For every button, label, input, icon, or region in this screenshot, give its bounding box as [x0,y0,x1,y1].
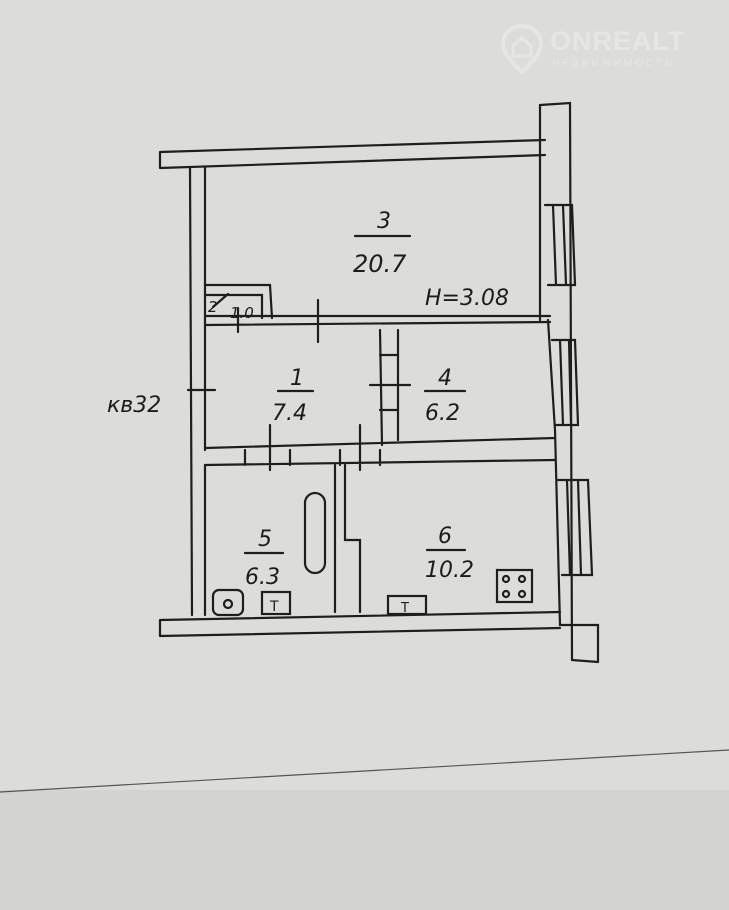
wall-top [158,138,547,170]
room-1-number: 1 [290,366,304,391]
partition-middle [203,423,557,472]
room-5-area: 6.3 [245,565,280,590]
fixture-symbol-6: T [400,601,409,616]
wall-bottom [158,610,562,638]
fixture-symbol-5: T [269,599,279,615]
window-2 [550,338,580,427]
room-6-number: 6 [438,524,452,549]
room-2-number: 2 [208,298,218,316]
partition-1-4 [368,328,412,447]
ceiling-height: Н=3.08 [425,286,509,311]
room-2-area: 1.0 [230,304,254,322]
watermark-brand: ONREALT [550,26,686,56]
room-1-area: 7.4 [272,401,307,426]
wall-right [538,101,600,664]
room-5-number: 5 [258,527,272,552]
watermark-tagline: НЕДВИЖИМОСТЬ [552,58,675,69]
house-pin-icon [500,24,544,74]
window-3 [556,478,594,577]
watermark-logo: ONREALT НЕДВИЖИМОСТЬ [500,24,715,74]
room-3-number: 3 [377,209,391,234]
bathtub [303,491,327,575]
window-1 [543,203,577,287]
room-4-number: 4 [438,366,452,391]
room-4-area: 6.2 [425,401,460,426]
sink-6 [386,594,428,616]
wall-left [186,166,217,617]
room-3-area: 20.7 [353,250,407,278]
room-6-area: 10.2 [425,558,474,583]
paper-edge [0,749,729,793]
closet-2 [203,283,274,334]
stove [495,568,534,604]
apartment-label: кв32 [107,393,161,418]
sink-5 [260,590,292,616]
partition-5-6 [333,463,362,614]
toilet [211,588,245,617]
